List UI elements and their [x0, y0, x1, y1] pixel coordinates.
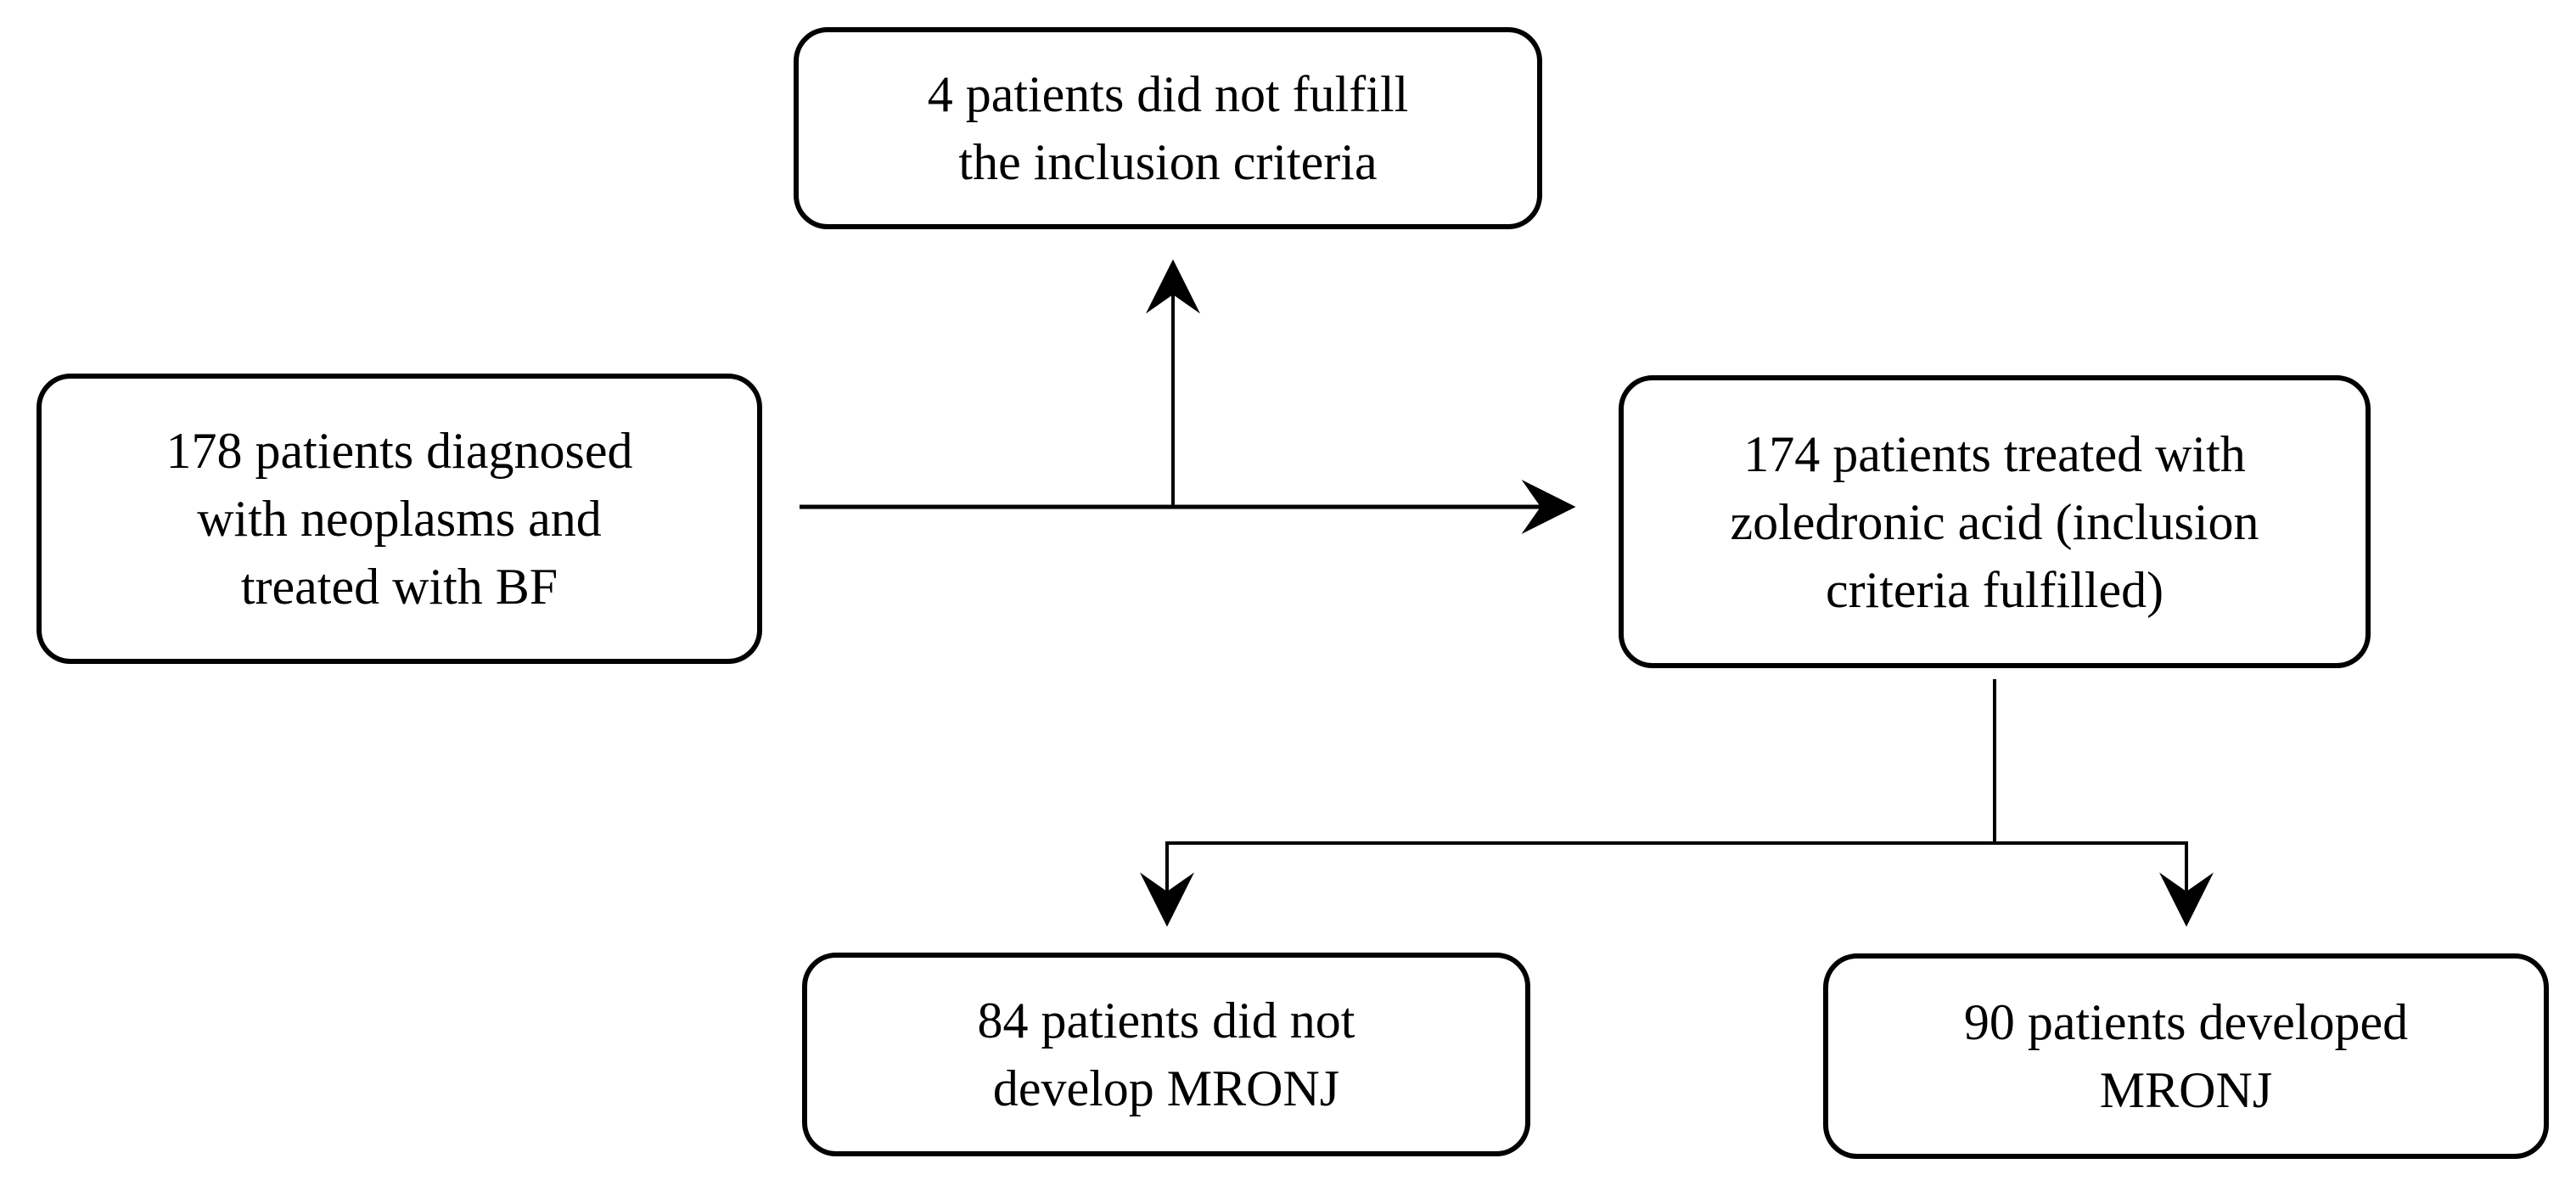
- node-mronj: 90 patients developed MRONJ: [1823, 953, 2549, 1159]
- node-excluded-line: 4 patients did not fulfill: [927, 66, 1409, 122]
- node-included-line: 174 patients treated with: [1743, 425, 2246, 482]
- node-no-mronj-line: 84 patients did not: [977, 992, 1355, 1049]
- node-mronj-line: 90 patients developed: [1963, 994, 2409, 1050]
- node-included: 174 patients treated with zoledronic aci…: [1619, 375, 2371, 668]
- node-mronj-line: MRONJ: [2099, 1062, 2273, 1118]
- node-included-line: criteria fulfilled): [1825, 561, 2164, 618]
- node-excluded: 4 patients did not fulfill the inclusion…: [794, 27, 1542, 229]
- node-no-mronj-line: develop MRONJ: [992, 1060, 1340, 1116]
- node-no-mronj: 84 patients did not develop MRONJ: [802, 953, 1530, 1156]
- node-source-line: 178 patients diagnosed: [166, 423, 633, 479]
- node-source: 178 patients diagnosed with neoplasms an…: [36, 374, 762, 664]
- node-source-line: treated with BF: [240, 559, 558, 615]
- node-excluded-line: the inclusion criteria: [958, 134, 1378, 190]
- node-source-line: with neoplasms and: [197, 491, 602, 547]
- node-included-line: zoledronic acid (inclusion: [1730, 493, 2259, 550]
